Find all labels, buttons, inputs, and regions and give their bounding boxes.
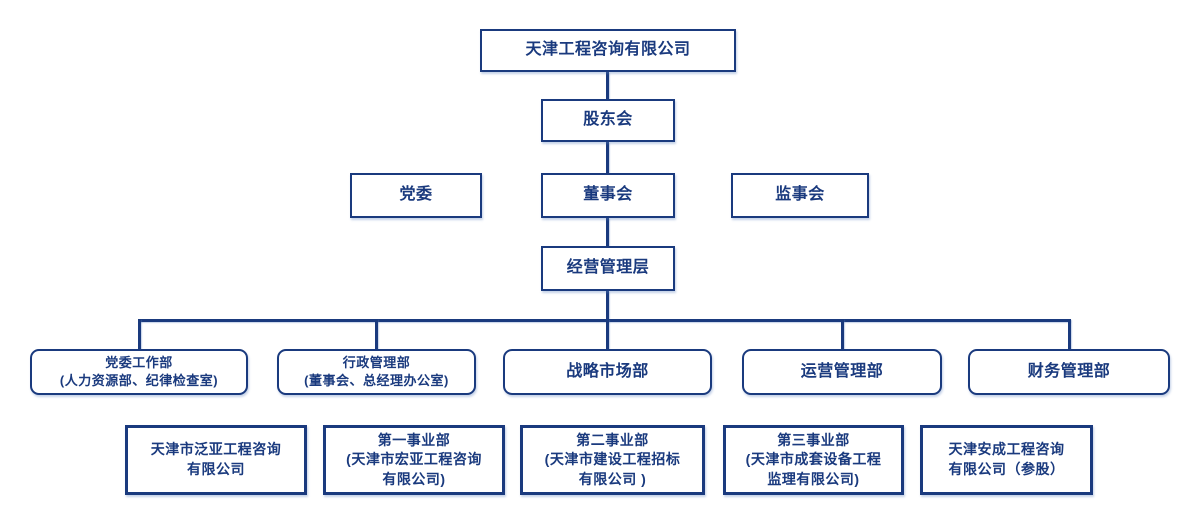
org-node-label: 第三事业部 (天津市成套设备工程 监理有限公司) — [745, 431, 882, 487]
org-node-label: 第二事业部 (天津市建设工程招标 有限公司 ) — [544, 431, 681, 487]
org-node-company-root: 天津工程咨询有限公司 — [480, 29, 736, 72]
org-node-strategy-market-dept: 战略市场部 — [503, 349, 712, 395]
org-node-label: 行政管理部 (董事会、总经理办公室) — [304, 354, 449, 388]
org-node-label: 经营管理层 — [566, 259, 650, 277]
connector-board-management — [606, 218, 609, 246]
connector-drop-dept-3 — [606, 319, 609, 349]
connector-drop-dept-1 — [138, 319, 141, 349]
connector-shareholders-board — [606, 142, 609, 173]
org-node-label: 天津安成工程咨询 有限公司（参股） — [948, 441, 1065, 477]
org-node-division-3: 第三事业部 (天津市成套设备工程 监理有限公司) — [723, 425, 904, 495]
org-node-label: 党委 — [399, 186, 433, 204]
org-node-board-of-directors: 董事会 — [541, 173, 675, 218]
org-node-operations-dept: 运营管理部 — [742, 349, 942, 395]
org-node-division-1: 第一事业部 (天津市宏亚工程咨询 有限公司) — [323, 425, 505, 495]
org-node-label: 天津市泛亚工程咨询 有限公司 — [150, 441, 282, 477]
org-node-party-committee: 党委 — [350, 173, 482, 218]
connector-management-departments — [606, 291, 609, 321]
org-node-label: 运营管理部 — [800, 362, 884, 380]
org-node-subsidiary-ancheng: 天津安成工程咨询 有限公司（参股） — [920, 425, 1093, 495]
org-node-division-2: 第二事业部 (天津市建设工程招标 有限公司 ) — [520, 425, 705, 495]
org-node-label: 党委工作部 (人力资源部、纪律检查室) — [59, 354, 219, 388]
org-node-label: 天津工程咨询有限公司 — [525, 41, 691, 59]
org-node-label: 第一事业部 (天津市宏亚工程咨询 有限公司) — [346, 431, 482, 487]
org-node-subsidiary-fanya: 天津市泛亚工程咨询 有限公司 — [125, 425, 307, 495]
connector-departments-horizontal — [138, 319, 1070, 322]
org-node-label: 战略市场部 — [566, 362, 649, 380]
org-node-label: 股东会 — [583, 111, 633, 129]
org-node-admin-dept: 行政管理部 (董事会、总经理办公室) — [277, 349, 476, 395]
org-node-label: 监事会 — [775, 186, 825, 204]
org-node-label: 财务管理部 — [1027, 362, 1111, 380]
org-node-label: 董事会 — [583, 186, 633, 204]
org-node-party-work-dept: 党委工作部 (人力资源部、纪律检查室) — [30, 349, 248, 395]
org-node-finance-dept: 财务管理部 — [968, 349, 1170, 395]
org-node-management-layer: 经营管理层 — [541, 246, 675, 291]
org-node-shareholders-meeting: 股东会 — [541, 99, 675, 142]
connector-drop-dept-4 — [841, 319, 844, 349]
connector-drop-dept-5 — [1068, 319, 1071, 349]
connector-root-shareholders — [606, 72, 609, 99]
connector-drop-dept-2 — [375, 319, 378, 349]
org-node-supervisory-board: 监事会 — [731, 173, 869, 218]
